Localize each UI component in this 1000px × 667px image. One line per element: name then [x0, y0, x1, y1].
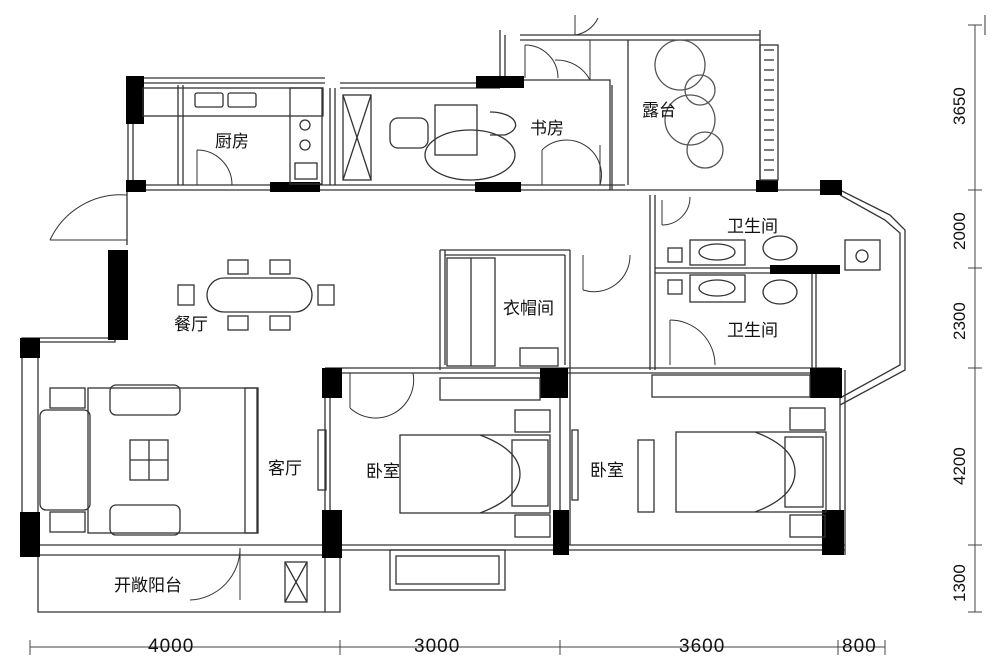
study-furniture: [342, 94, 517, 181]
bath-fixtures: [667, 235, 881, 305]
room-label-kitchen: 厨房: [215, 132, 249, 152]
room-label-cloakroom: 衣帽间: [503, 299, 554, 319]
room-label-terrace: 露台: [642, 101, 676, 121]
bed-right: [637, 407, 827, 538]
room-label-bedroom-middle: 卧室: [366, 462, 400, 482]
room-label-bathroom-lower: 卫生间: [727, 321, 778, 341]
doors: [49, 15, 986, 601]
dimension-bottom-2: 3000: [414, 636, 461, 657]
dimension-right-3: 2300: [950, 302, 969, 340]
bay-window: [389, 549, 506, 591]
wardrobe-shelves: [446, 257, 559, 367]
dimension-right-2: 2000: [950, 212, 969, 250]
kitchen-counter: [142, 87, 324, 185]
room-label-bedroom-right: 卧室: [590, 461, 624, 481]
bedroom-wardrobes: [439, 374, 811, 401]
balcony-storage: [284, 561, 308, 603]
dimension-bottom-3: 3600: [679, 636, 726, 657]
dimension-right-1: 3650: [950, 87, 969, 125]
dimension-bottom-4: 800: [842, 636, 877, 657]
living-furniture: [39, 384, 327, 536]
room-label-study: 书房: [530, 119, 564, 139]
room-label-bathroom-upper: 卫生间: [727, 217, 778, 237]
room-label-balcony: 开敞阳台: [114, 576, 182, 596]
dimension-right-5: 1300: [950, 564, 969, 602]
room-label-dining: 餐厅: [174, 315, 208, 335]
dimension-lines: [29, 24, 982, 655]
bed-middle: [399, 409, 579, 538]
terrace-plants: [654, 39, 724, 169]
terrace-screen: [759, 44, 779, 181]
structural-columns: [20, 76, 844, 558]
room-label-living: 客厅: [268, 459, 302, 479]
dining-table: [177, 259, 335, 331]
dimension-bottom-1: 4000: [148, 636, 195, 657]
dimension-right-4: 4200: [950, 447, 969, 485]
